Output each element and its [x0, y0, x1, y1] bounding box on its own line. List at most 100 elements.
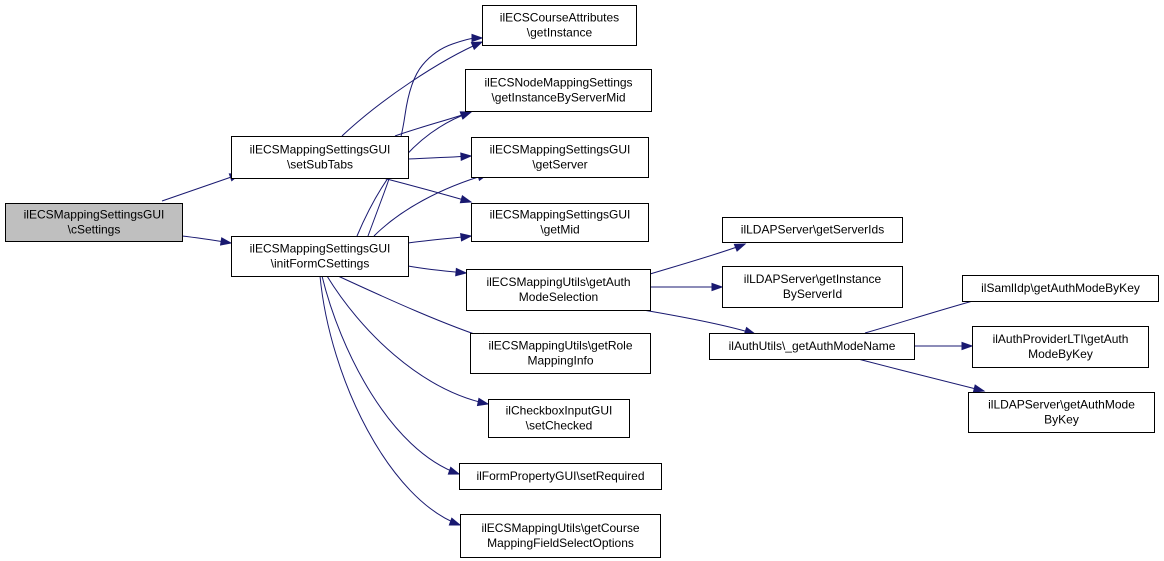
edge-line [319, 275, 461, 526]
edge-authModeName-to-lti [914, 341, 974, 351]
node-label: \getInstance [527, 26, 593, 40]
node-box [231, 136, 409, 179]
arrowhead [447, 466, 461, 475]
node-label: \initFormCSettings [271, 257, 370, 271]
edge-root-to-setSubTabs [161, 173, 242, 202]
node-initForm[interactable]: ilECSMappingSettingsGUI\initFormCSetting… [231, 236, 409, 277]
node-label: ilLDAPServer\getServerIds [741, 223, 884, 237]
edge-setSubTabs-to-courseAttr [341, 41, 484, 137]
node-ldapAuthMode[interactable]: ilLDAPServer\getAuthModeByKey [968, 392, 1155, 433]
node-label: MappingInfo [527, 354, 593, 368]
edge-authModeSel-to-authModeName [642, 309, 757, 335]
arrowhead [455, 267, 468, 277]
node-lti[interactable]: ilAuthProviderLTI\getAuthModeByKey [972, 326, 1149, 368]
arrowhead [460, 152, 473, 161]
edge-initForm-to-authModeSel [407, 265, 468, 277]
node-box [231, 236, 409, 277]
node-label: ilECSCourseAttributes [500, 11, 619, 25]
node-courseAttr[interactable]: ilECSCourseAttributes\getInstance [482, 5, 637, 46]
arrowhead [460, 233, 473, 242]
node-label: \getServer [532, 158, 587, 172]
edge-line [321, 275, 460, 475]
node-label: \getMid [540, 223, 579, 237]
node-getServer[interactable]: ilECSMappingSettingsGUI\getServer [471, 137, 649, 178]
node-label: ilECSNodeMappingSettings [484, 76, 632, 90]
edge-initForm-to-courseMapping [319, 275, 462, 526]
arrowhead [459, 194, 473, 204]
node-ldapIds[interactable]: ilLDAPServer\getServerIds [722, 217, 903, 243]
node-box [471, 203, 649, 242]
node-courseMapping[interactable]: ilECSMappingUtils\getCourseMappingFieldS… [460, 514, 661, 558]
node-box [962, 275, 1159, 302]
edge-authModeSel-to-ldapIds [649, 243, 747, 275]
node-label: \cSettings [68, 223, 121, 237]
node-box [465, 69, 652, 112]
node-label: \setSubTabs [287, 158, 353, 172]
node-label: ilECSMappingSettingsGUI [250, 242, 391, 256]
edge-line [326, 275, 489, 405]
node-box [482, 5, 637, 46]
edge-setSubTabs-to-getServer [407, 152, 473, 161]
node-nodeMapping[interactable]: ilECSNodeMappingSettings\getInstanceBySe… [465, 69, 652, 112]
node-box [460, 514, 661, 558]
node-box [466, 269, 651, 311]
node-label: ilCheckboxInputGUI [506, 404, 613, 418]
arrowhead [448, 517, 462, 526]
node-getMid[interactable]: ilECSMappingSettingsGUI\getMid [471, 203, 649, 242]
node-label: ByServerId [783, 287, 842, 301]
node-label: ilSamlIdp\getAuthModeByKey [981, 281, 1140, 295]
arrowhead [733, 243, 747, 252]
node-label: ilLDAPServer\getInstance [744, 272, 882, 286]
arrowhead [711, 282, 724, 292]
node-box [722, 266, 903, 308]
node-label: ModeSelection [519, 290, 598, 304]
node-label: ilECSMappingSettingsGUI [490, 208, 631, 222]
node-box [488, 399, 630, 438]
arrowhead [471, 33, 484, 43]
node-label: ilECSMappingSettingsGUI [250, 143, 391, 157]
arrowhead [470, 41, 484, 51]
node-label: \setChecked [526, 419, 593, 433]
node-label: ilAuthUtils\_getAuthModeName [729, 339, 896, 353]
node-box [459, 463, 662, 490]
edge-line [161, 173, 241, 202]
node-label: ilFormPropertyGUI\setRequired [476, 469, 644, 483]
edge-line [394, 111, 472, 137]
edge-authModeName-to-ldapAuthMode [857, 358, 986, 393]
arrowhead [476, 397, 490, 407]
edge-initForm-to-courseAttr [367, 33, 484, 237]
edge-line [373, 173, 489, 237]
node-label: ilECSMappingUtils\getAuth [486, 275, 630, 289]
edge-root-to-initForm [181, 235, 233, 246]
edge-authModeSel-to-ldapInstance [650, 282, 724, 292]
node-box [722, 217, 903, 243]
node-box [972, 326, 1149, 368]
node-box [5, 203, 183, 242]
node-setRequired[interactable]: ilFormPropertyGUI\setRequired [459, 463, 662, 490]
node-box [709, 333, 915, 360]
node-setSubTabs[interactable]: ilECSMappingSettingsGUI\setSubTabs [231, 136, 409, 179]
edge-setSubTabs-to-getMid [382, 177, 473, 204]
edge-initForm-to-setChecked [326, 275, 490, 407]
edge-initForm-to-setRequired [321, 275, 461, 475]
node-root[interactable]: ilECSMappingSettingsGUI\cSettings [5, 203, 183, 242]
node-label: ilECSMappingSettingsGUI [490, 143, 631, 157]
edge-initForm-to-getMid [407, 233, 473, 244]
node-label: \getInstanceByServerMid [491, 91, 625, 105]
edge-initForm-to-getServer [373, 172, 490, 237]
node-saml[interactable]: ilSamlIdp\getAuthModeByKey [962, 275, 1159, 302]
edge-line [642, 309, 756, 335]
node-label: MappingFieldSelectOptions [487, 536, 634, 550]
node-authModeName[interactable]: ilAuthUtils\_getAuthModeName [709, 333, 915, 360]
edge-line [367, 37, 482, 237]
node-label: ilAuthProviderLTI\getAuth [993, 332, 1129, 346]
node-label: ilECSMappingSettingsGUI [24, 208, 165, 222]
node-label: ModeByKey [1028, 347, 1093, 361]
node-setChecked[interactable]: ilCheckboxInputGUI\setChecked [488, 399, 630, 438]
node-label: ilECSMappingUtils\getCourse [481, 521, 639, 535]
edge-setSubTabs-to-nodeMapping [394, 111, 473, 137]
